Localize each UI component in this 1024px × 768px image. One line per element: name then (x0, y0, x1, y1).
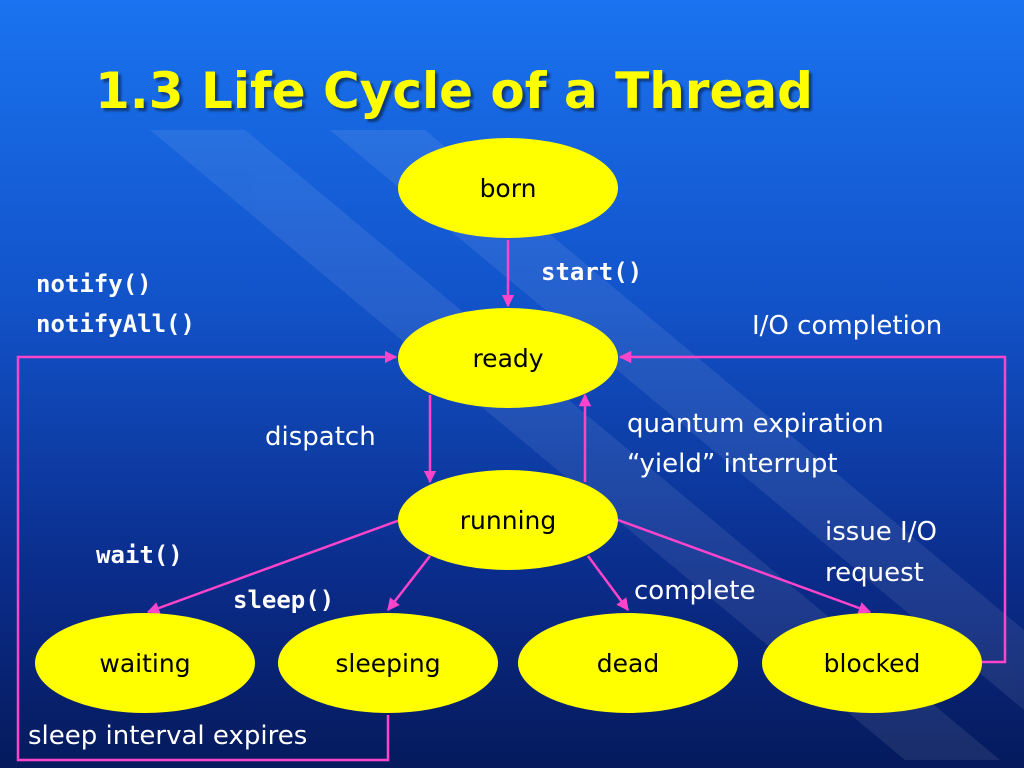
label-notify-all: notifyAll() (36, 310, 195, 338)
label-dispatch: dispatch (265, 422, 376, 452)
label-yield-interrupt: “yield” interrupt (627, 449, 838, 479)
state-ready: ready (398, 308, 618, 408)
arrow-running-to-blocked (617, 518, 872, 615)
arrow-blocked-to-ready (618, 350, 1007, 664)
state-label: sleeping (335, 649, 440, 678)
state-waiting: waiting (35, 613, 255, 713)
node-shape (398, 308, 618, 408)
label-wait: wait() (96, 541, 183, 569)
node-shape (278, 613, 498, 713)
state-label: ready (472, 344, 543, 373)
state-label: blocked (824, 649, 921, 678)
state-label: born (480, 174, 537, 203)
arrow-running-to-dead (586, 555, 630, 612)
node-shape (518, 613, 738, 713)
state-born: born (398, 138, 618, 238)
label-io-completion: I/O completion (752, 311, 943, 341)
state-dead: dead (518, 613, 738, 713)
label-sleep-interval-expires: sleep interval expires (28, 721, 308, 751)
state-blocked: blocked (762, 613, 982, 713)
label-complete: complete (634, 576, 756, 606)
label-request: request (825, 558, 924, 588)
label-sleep: sleep() (233, 586, 335, 614)
label-notify: notify() (36, 270, 152, 298)
arrow-waiting-sleeping-to-ready (16, 350, 398, 762)
state-label: running (460, 506, 556, 535)
arrow-running-to-waiting (146, 518, 401, 615)
arrow-running-to-sleeping (387, 555, 431, 611)
state-label: dead (597, 649, 659, 678)
node-shape (398, 470, 618, 570)
state-sleeping: sleeping (278, 613, 498, 713)
slide-title: 1.3 Life Cycle of a Thread (95, 62, 813, 120)
state-label: waiting (99, 649, 190, 678)
label-quantum-expiration: quantum expiration (627, 409, 884, 439)
node-shape (35, 613, 255, 713)
node-shape (398, 138, 618, 238)
state-running: running (398, 470, 618, 570)
label-issue-io: issue I/O (825, 517, 937, 547)
label-start: start() (541, 258, 643, 286)
node-shape (762, 613, 982, 713)
